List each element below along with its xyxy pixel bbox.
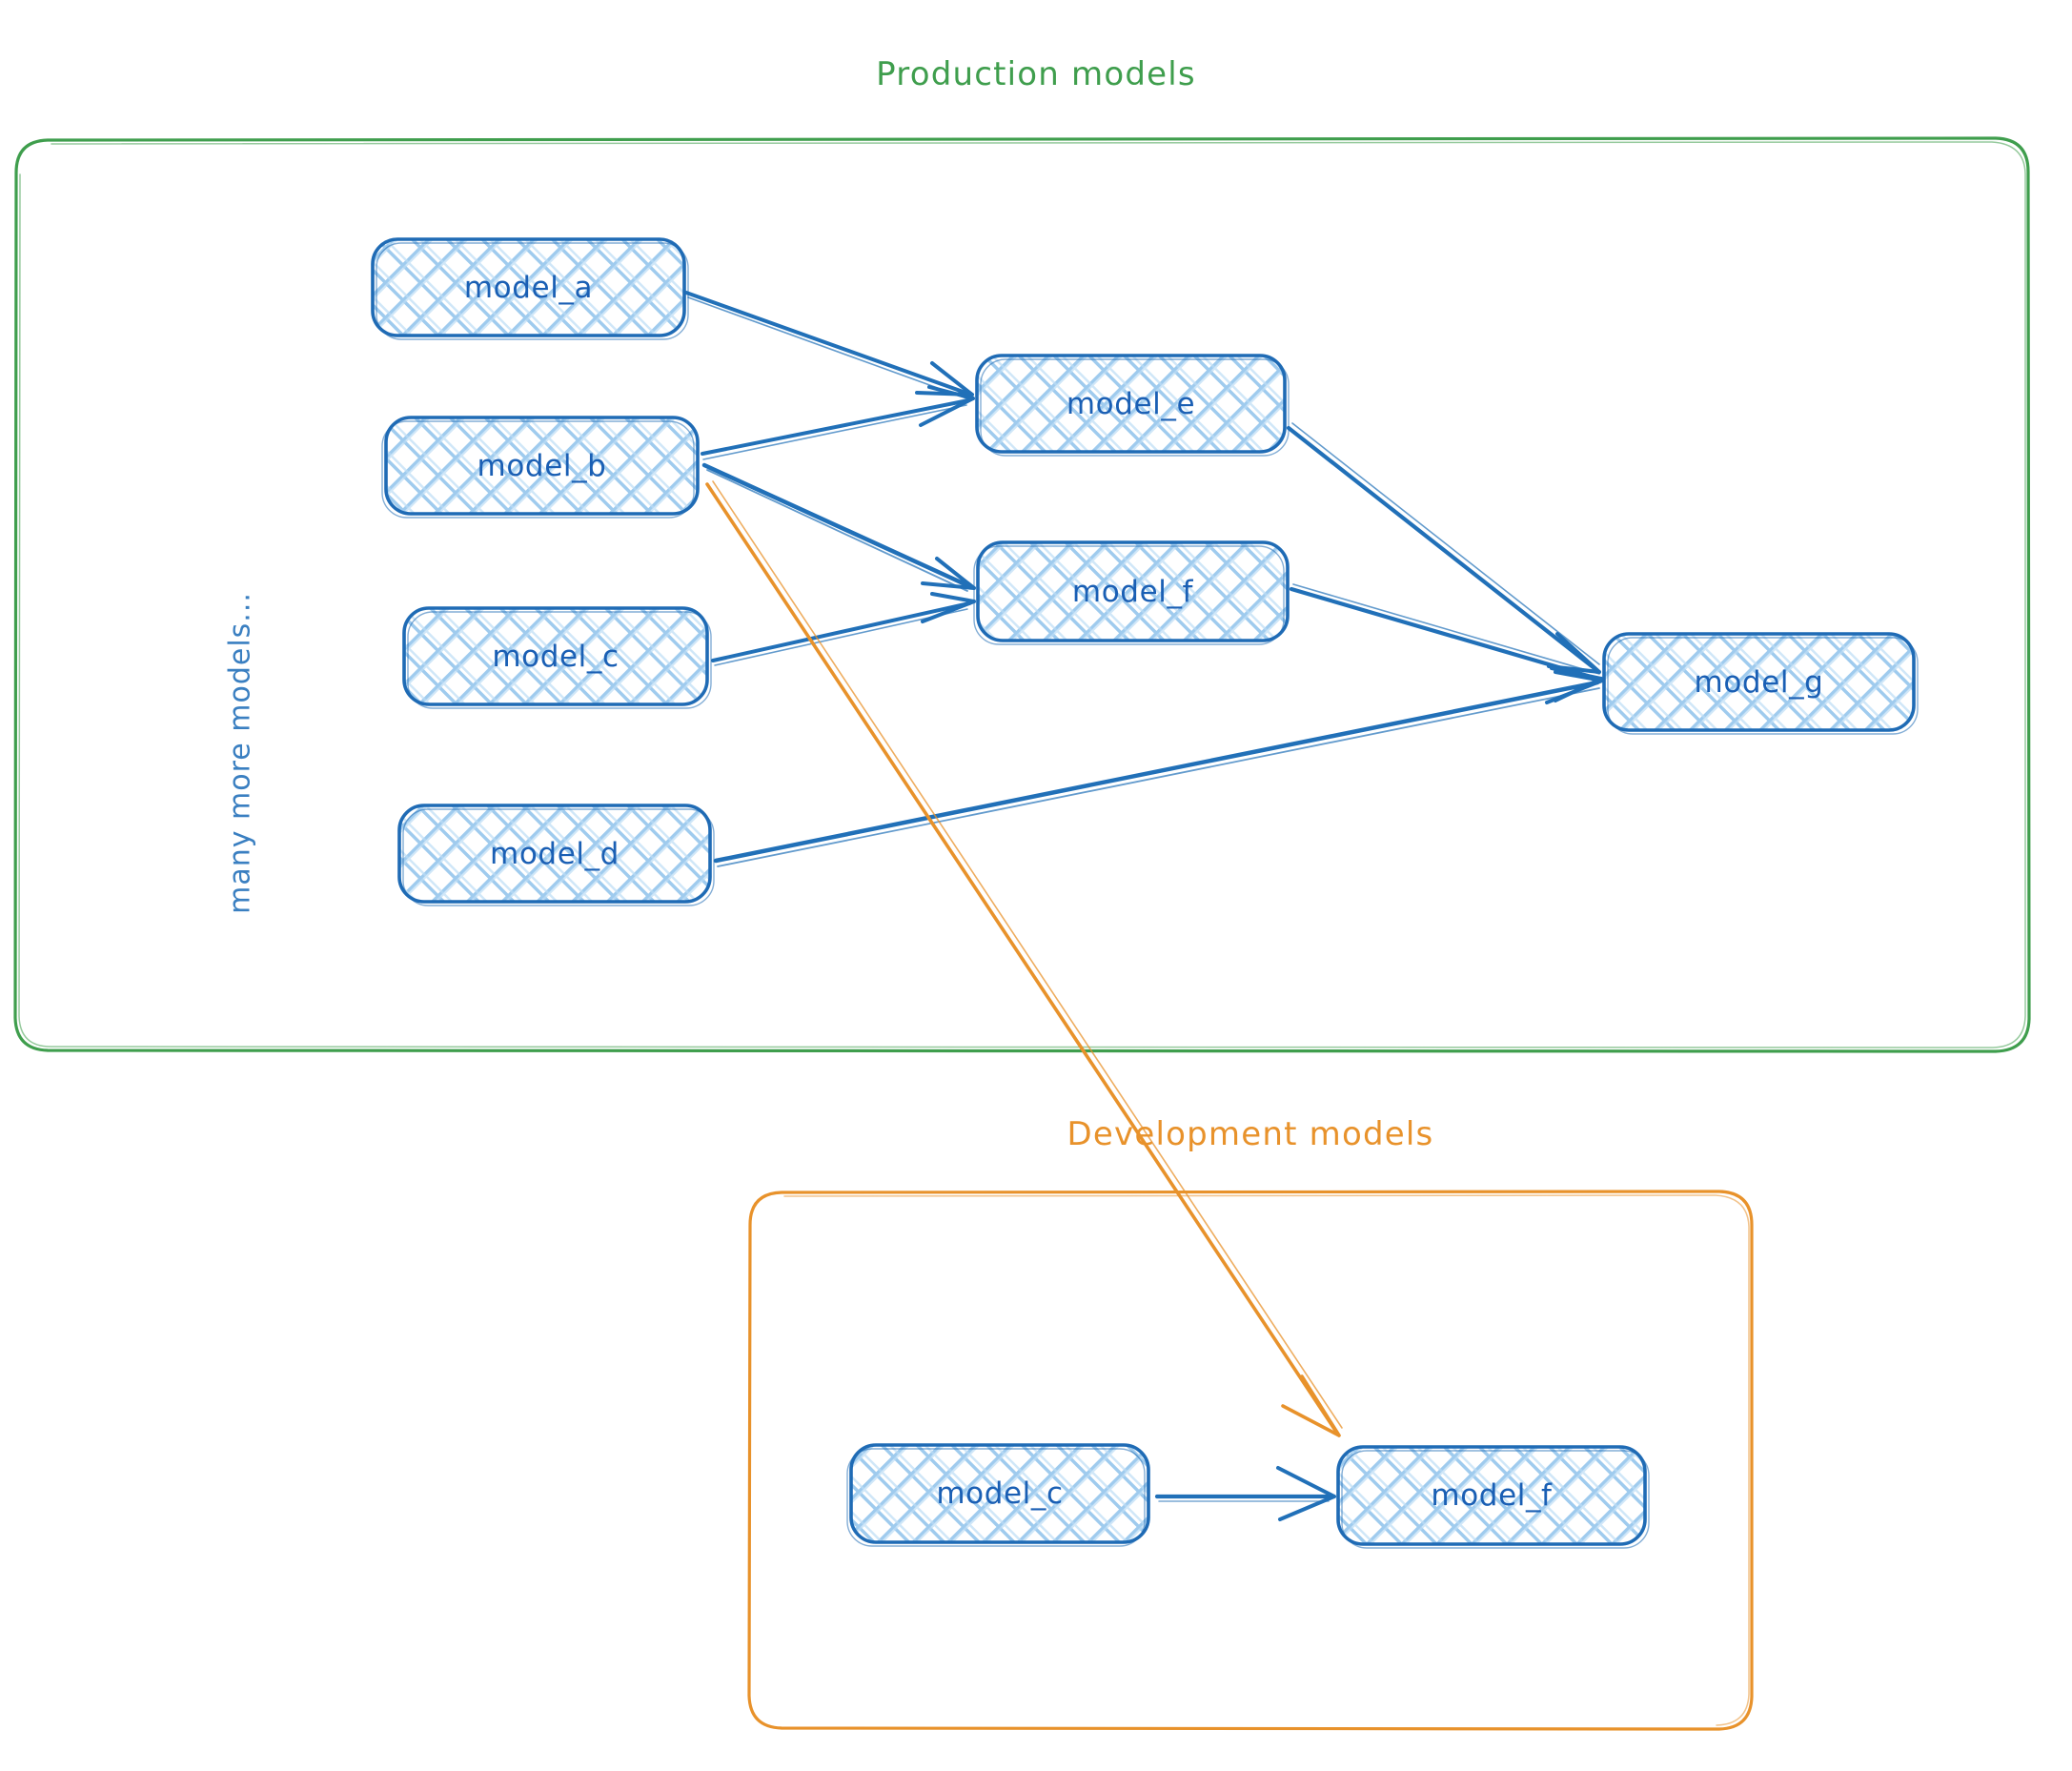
arrowhead — [921, 557, 976, 590]
label-text: model_b — [477, 448, 607, 483]
label-text: model_d — [490, 836, 620, 871]
group-label-development: Development models — [749, 1115, 1752, 1153]
arrowhead — [1545, 670, 1604, 704]
node-prod_model_e[interactable] — [975, 354, 1290, 457]
node-label-prod_model_d: model_d — [399, 805, 710, 902]
node-prod_model_a[interactable] — [371, 237, 689, 340]
arrowhead — [919, 385, 975, 427]
group-label-production: Production models — [0, 55, 2072, 93]
many-more-models-text: many more models... — [223, 592, 257, 914]
production-group-border-sketch — [18, 141, 2026, 1048]
edge-dev-c-to-dev-f — [1154, 1466, 1336, 1521]
label-text: model_f — [1431, 1478, 1553, 1513]
edge-b-to-f — [701, 462, 976, 592]
arrowhead — [921, 592, 976, 623]
label-text: model_g — [1694, 664, 1824, 700]
edge-d-to-g — [713, 670, 1604, 867]
node-prod_model_b[interactable] — [381, 416, 700, 519]
node-label-prod_model_c: model_c — [404, 608, 707, 704]
label-text: model_e — [1066, 386, 1196, 421]
many-more-models-label: many more models... — [224, 592, 257, 914]
development-group-border-sketch — [783, 1194, 1750, 1726]
edge-f-to-g — [1289, 583, 1603, 702]
production-group-border — [13, 136, 2031, 1053]
node-prod_model_f[interactable] — [973, 540, 1290, 645]
node-label-prod_model_b: model_b — [386, 417, 698, 514]
node-label-prod_model_g: model_g — [1604, 634, 1914, 730]
label-text: model_c — [936, 1476, 1064, 1511]
node-prod_model_g[interactable] — [1602, 632, 1919, 735]
arrowhead — [1281, 1374, 1341, 1437]
production-group-title: Production models — [876, 55, 1196, 93]
node-prod_model_d[interactable] — [397, 804, 715, 906]
edge-b-to-dev-f — [705, 480, 1343, 1437]
label-text: model_c — [492, 639, 620, 674]
node-label-dev_model_c: model_c — [851, 1445, 1148, 1542]
node-dev_model_f[interactable] — [1336, 1445, 1650, 1549]
label-text: model_f — [1071, 574, 1194, 609]
label-text: model_a — [463, 270, 594, 305]
node-prod_model_c[interactable] — [402, 606, 712, 709]
node-label-dev_model_f: model_f — [1338, 1447, 1645, 1544]
group-container-development — [747, 1190, 1754, 1731]
development-group-border — [747, 1190, 1754, 1731]
node-dev_model_c[interactable] — [846, 1443, 1150, 1547]
edge-b-to-e — [701, 385, 975, 460]
edge-a-to-e — [684, 291, 974, 399]
node-label-prod_model_a: model_a — [373, 239, 684, 336]
node-label-prod_model_f: model_f — [978, 542, 1288, 641]
development-group-title: Development models — [1066, 1115, 1434, 1153]
node-label-prod_model_e: model_e — [977, 356, 1285, 452]
edge-c-to-f — [711, 592, 976, 666]
group-container-production — [13, 136, 2031, 1053]
arrowhead — [1276, 1466, 1336, 1521]
